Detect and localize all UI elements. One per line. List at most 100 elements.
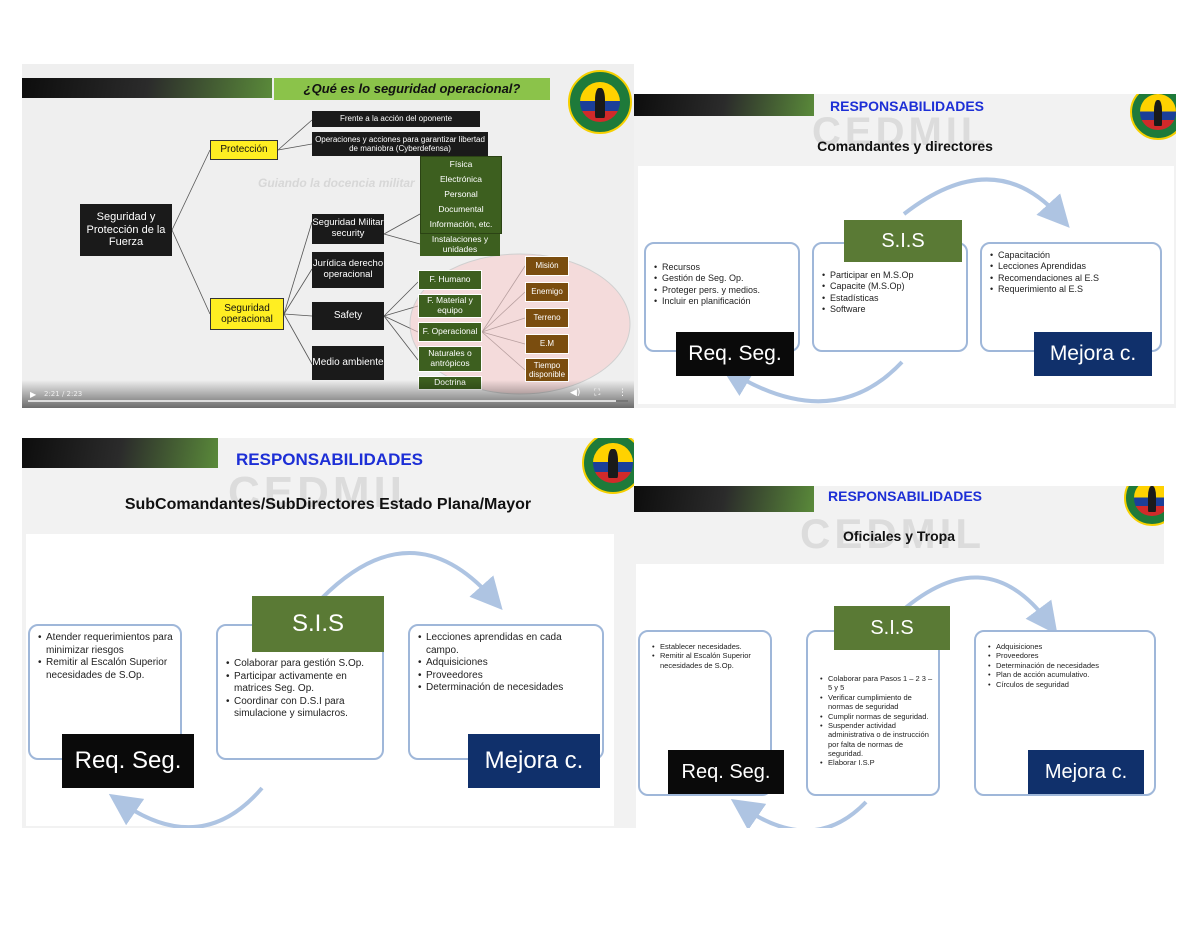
factor-item: F. Operacional [418, 322, 482, 342]
list-item: Incluir en planificación [654, 296, 792, 308]
list-item: Lecciones aprendidas en cada campo. [418, 632, 596, 657]
title-band [634, 486, 814, 512]
list-item: Colaborar para gestión S.Op. [226, 658, 376, 671]
op-factor-item: Enemigo [525, 282, 569, 302]
seg-militar-node: Seguridad Militar security [312, 214, 384, 244]
security-type-item: Física [449, 158, 473, 169]
list-item: Plan de acción acumulativo. [988, 670, 1150, 680]
list-item: Remitir al Escalón Superior necesidades … [38, 657, 174, 682]
sis-label: S.I.S [252, 596, 384, 652]
responsibilities-heading: RESPONSABILIDADES [828, 488, 983, 504]
slide-subcomandantes: CEDMIL RESPONSABILIDADES SubComandantes/… [22, 438, 634, 828]
list-item: Recomendaciones al E.S [990, 273, 1154, 285]
sis-label: S.I.S [834, 606, 950, 650]
slide-seguridad-operacional: Guiando la docencia militar ¿Qué es lo s… [22, 64, 634, 408]
op-factor-item: E.M [525, 334, 569, 354]
list-item: Estadísticas [822, 293, 960, 305]
list-item: Proveedores [418, 670, 596, 683]
list-item: Determinación de necesidades [988, 661, 1150, 671]
list-item: Software [822, 304, 960, 316]
video-time: 2:21 / 2:23 [44, 390, 83, 398]
security-type-item: Documental [438, 203, 484, 214]
list-item: Proveedores [988, 651, 1150, 661]
safety-node: Safety [312, 302, 384, 330]
list-item: Coordinar con D.S.I para simulacione y s… [226, 696, 376, 721]
list-item: Capacite (M.S.Op) [822, 281, 960, 293]
proteccion-node: Protección [210, 140, 278, 160]
factor-item: Naturales o antrópicos [418, 346, 482, 372]
watermark: CEDMIL [812, 110, 990, 154]
volume-icon[interactable]: ◀) [570, 388, 581, 398]
list-item: Determinación de necesidades [418, 682, 596, 695]
cycle-arrows [720, 177, 1070, 404]
list-item: Capacitación [990, 250, 1154, 262]
emblem-logo [1124, 486, 1164, 526]
list-item: Círculos de seguridad [988, 680, 1150, 690]
op-factor-item: Misión [525, 256, 569, 276]
list-item: Requerimiento al E.S [990, 284, 1154, 296]
emblem-logo [568, 70, 632, 134]
list-item: Elaborar I.S.P [820, 758, 934, 768]
cycle-arrows [730, 575, 1058, 828]
op-factor-item: Tiempo disponible [525, 358, 569, 382]
watermark-text: Guiando la docencia militar [258, 176, 415, 190]
slide-comandantes: CEDMIL RESPONSABILIDADES Comandantes y d… [634, 94, 1176, 408]
operaciones-node: Operaciones y acciones para garantizar l… [312, 132, 488, 156]
subheading: SubComandantes/SubDirectores Estado Plan… [124, 496, 532, 513]
root-node: Seguridad y Protección de la Fuerza [80, 204, 172, 256]
more-options-icon[interactable]: ⋮ [618, 388, 627, 398]
list-item: Atender requerimientos para minimizar ri… [38, 632, 174, 657]
seg-operacional-node: Seguridad operacional [210, 298, 284, 330]
req-seg-label: Req. Seg. [668, 750, 784, 794]
req-seg-label: Req. Seg. [676, 332, 794, 376]
list-item: Gestión de Seg. Op. [654, 273, 792, 285]
security-type-item: Información, etc. [429, 218, 493, 229]
responsibilities-heading: RESPONSABILIDADES [236, 450, 424, 469]
mejora-label: Mejora c. [1028, 750, 1144, 794]
watermark: CEDMIL [228, 468, 421, 517]
list-item: Proteger pers. y medios. [654, 285, 792, 297]
slide-oficiales-tropa: CEDMIL RESPONSABILIDADES Oficiales y Tro… [634, 486, 1164, 828]
subheading: Comandantes y directores [817, 138, 993, 154]
responsibilities-heading: RESPONSABILIDADES [830, 98, 985, 114]
list-item: Adquisiciones [988, 642, 1150, 652]
factor-item: F. Humano [418, 270, 482, 290]
op-factor-item: Terreno [525, 308, 569, 328]
fullscreen-icon[interactable]: ⛶ [594, 388, 601, 398]
list-item: Recursos [654, 262, 792, 274]
title-band [22, 438, 218, 468]
req-seg-label: Req. Seg. [62, 734, 194, 788]
video-progress-bar[interactable] [28, 400, 628, 402]
security-type-item: Electrónica [439, 173, 483, 184]
list-item: Verificar cumplimiento de normas de segu… [820, 693, 934, 712]
factor-item: F. Material y equipo [418, 294, 482, 318]
list-item: Remitir al Escalón Superior necesidades … [652, 651, 766, 670]
list-item: Participar activamente en matrices Seg. … [226, 671, 376, 696]
sis-label: S.I.S [844, 220, 962, 262]
list-item: Participar en M.S.Op [822, 270, 960, 282]
list-item: Suspender actividad administrativa o de … [820, 721, 934, 759]
juridica-node: Jurídica derecho operacional [312, 252, 384, 288]
medio-ambiente-node: Medio ambiente [312, 346, 384, 380]
list-item: Lecciones Aprendidas [990, 261, 1154, 273]
req-seg-box: Establecer necesidades. Remitir al Escal… [638, 630, 772, 796]
watermark: CEDMIL [800, 510, 985, 557]
frente-node: Frente a la acción del oponente [312, 111, 480, 127]
mejora-label: Mejora c. [468, 734, 600, 788]
play-icon[interactable]: ▶ [30, 390, 37, 399]
list-item: Adquisiciones [418, 657, 596, 670]
sis-box: Colaborar para Pasos 1 – 2 3 – 5 y 5 Ver… [806, 630, 940, 796]
subheading: Oficiales y Tropa [842, 528, 956, 544]
security-type-item: Personal [444, 188, 478, 199]
cycle-arrows [108, 551, 503, 828]
instalaciones-node: Instalaciones y unidades [420, 234, 500, 256]
emblem-logo [582, 438, 634, 494]
title-band [22, 78, 272, 98]
list-item: Establecer necesidades. [652, 642, 766, 652]
list-item: Colaborar para Pasos 1 – 2 3 – 5 y 5 [820, 674, 934, 693]
security-types-group: Física Electrónica Personal Documental I… [420, 156, 502, 234]
video-controls: ▶ 2:21 / 2:23 ◀) ⛶ ⋮ [22, 380, 634, 408]
mejora-label: Mejora c. [1034, 332, 1152, 376]
slide-title: ¿Qué es lo seguridad operacional? [274, 78, 550, 100]
title-band [634, 94, 814, 116]
